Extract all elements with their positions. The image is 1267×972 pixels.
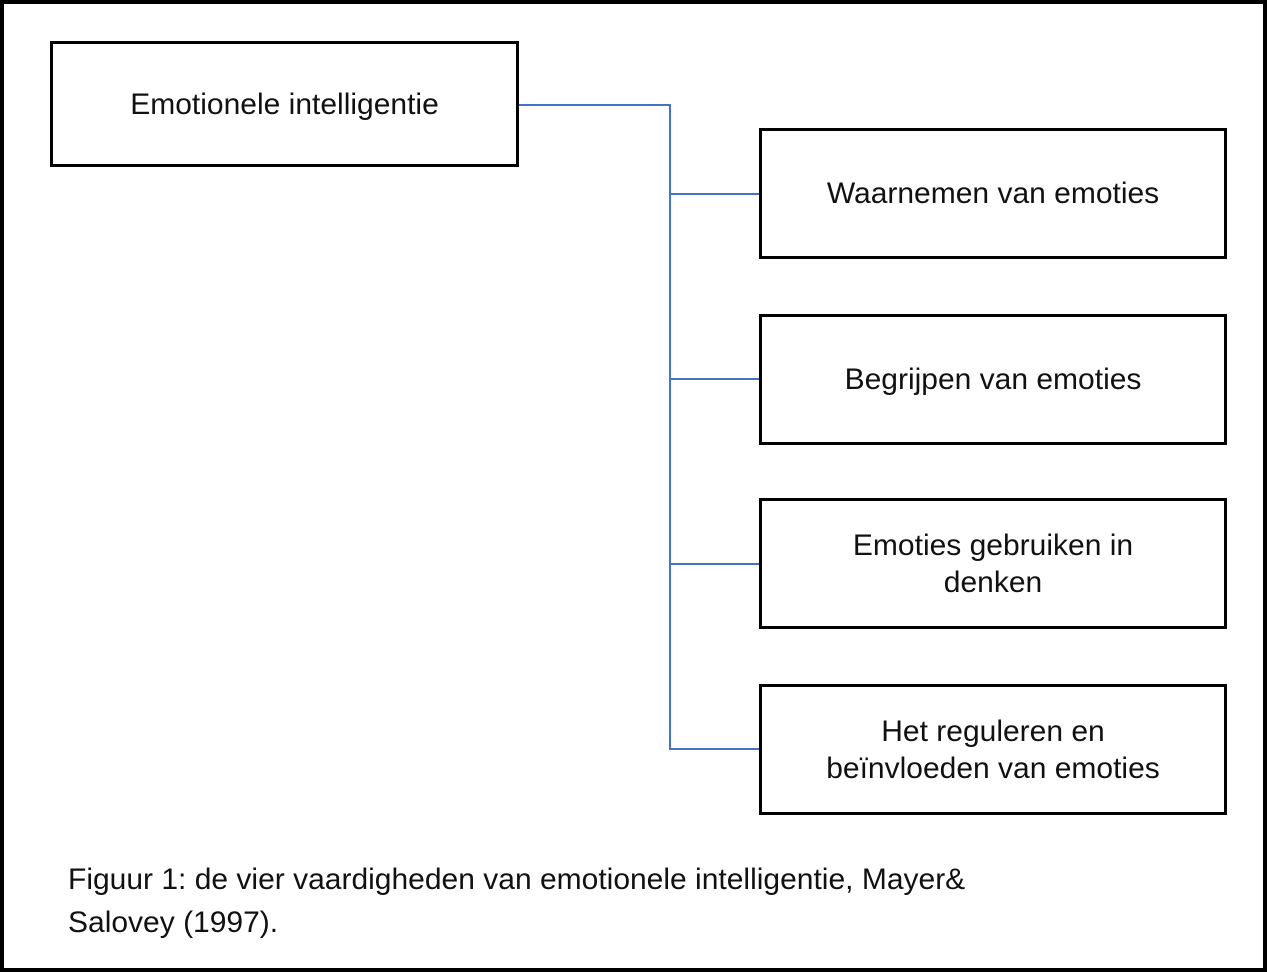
figure-caption-line-2: Salovey (1997). bbox=[68, 906, 279, 939]
child-node-label-line: beïnvloeden van emoties bbox=[826, 751, 1160, 785]
child-node-label-line: Het reguleren en bbox=[881, 714, 1105, 748]
child-node-waarnemen-van-emoties: Waarnemen van emoties bbox=[759, 128, 1227, 259]
child-node-begrijpen-van-emoties: Begrijpen van emoties bbox=[759, 314, 1227, 445]
child-node-emoties-gebruiken-in-denken: Emoties gebruiken in denken bbox=[759, 498, 1227, 629]
root-node-label: Emotionele intelligentie bbox=[130, 87, 439, 121]
child-node-label-line: denken bbox=[943, 565, 1043, 599]
child-node-label-line: Waarnemen van emoties bbox=[826, 177, 1160, 210]
child-node-label-line: Begrijpen van emoties bbox=[844, 363, 1142, 396]
connector-branch-reguleren bbox=[669, 748, 759, 750]
child-node-reguleren-en-beinvloeden: Het reguleren en beïnvloeden van emoties bbox=[759, 684, 1227, 815]
connector-branch-begrijpen bbox=[669, 378, 759, 380]
connector-branch-gebruiken bbox=[669, 563, 759, 565]
connector-root-stub bbox=[519, 104, 671, 106]
child-node-label-line: Emoties gebruiken in bbox=[852, 528, 1134, 562]
root-node-emotionele-intelligentie: Emotionele intelligentie bbox=[50, 41, 519, 167]
connector-trunk bbox=[669, 104, 671, 750]
connector-branch-waarnemen bbox=[669, 193, 759, 195]
figure-caption-line-1: Figuur 1: de vier vaardigheden van emoti… bbox=[68, 863, 966, 896]
figure-caption: Figuur 1: de vier vaardigheden van emoti… bbox=[68, 858, 1198, 944]
